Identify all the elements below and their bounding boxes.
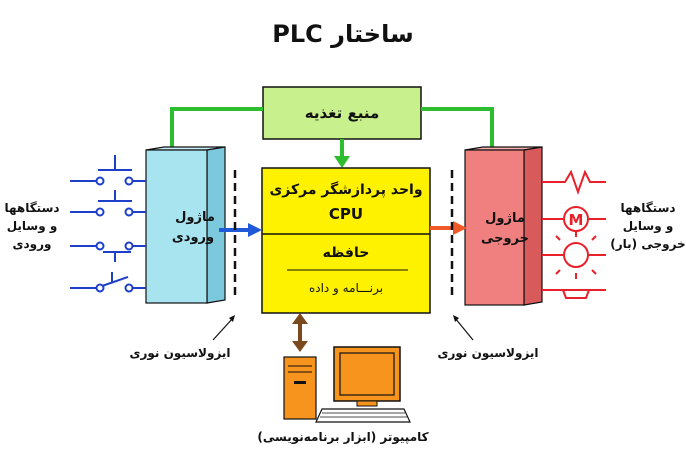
cpu-line1: واحد پردازشگر مرکزی — [269, 181, 422, 198]
input-arrowhead — [248, 223, 262, 237]
isolation-label-left: ایزولاسیون نوری — [129, 346, 230, 361]
arrowhead-cpu — [334, 156, 350, 168]
input-module-line1: ماژول — [175, 210, 215, 225]
computer-label: کامپیوتر (ابزار برنامه‌نویسی) — [257, 430, 428, 445]
cpu-line2: CPU — [329, 205, 363, 223]
motor-label: M — [569, 211, 584, 229]
output-devices-line1: دستگاهها — [620, 201, 675, 215]
cpu-box: واحد پردازشگر مرکزی CPU حافظه برنـــامه … — [261, 167, 431, 314]
input-devices-line3: ورودی — [13, 237, 52, 252]
computer-icon — [283, 346, 411, 423]
input-devices-line2: و وسایل — [7, 219, 58, 234]
input-module-line2: ورودی — [172, 230, 214, 245]
power-supply-box — [262, 86, 422, 140]
input-module: ماژول ورودی — [145, 146, 226, 304]
output-module-line2: خروجی — [481, 231, 529, 246]
memory-label: حافظه — [323, 245, 370, 261]
output-devices-line3: خروجی (بار) — [610, 237, 685, 252]
page-title: ساختار PLC — [272, 20, 413, 48]
power-arrows — [170, 107, 494, 158]
output-module-line1: ماژول — [485, 211, 525, 226]
output-devices-line2: و وسایل — [623, 219, 674, 234]
output-arrowhead — [453, 221, 467, 235]
program-data-label: برنـــامه و داده — [309, 281, 383, 296]
isolation-label-right: ایزولاسیون نوری — [437, 346, 538, 361]
isolation-pointer-right — [454, 317, 474, 341]
output-module: ماژول خروجی — [464, 146, 543, 306]
input-devices-line1: دستگاهها — [4, 201, 59, 215]
isolation-pointer-left — [212, 317, 234, 341]
power-supply-label: منبع تغذیه — [305, 104, 380, 122]
input-switches — [70, 155, 146, 293]
output-symbols — [542, 169, 606, 299]
